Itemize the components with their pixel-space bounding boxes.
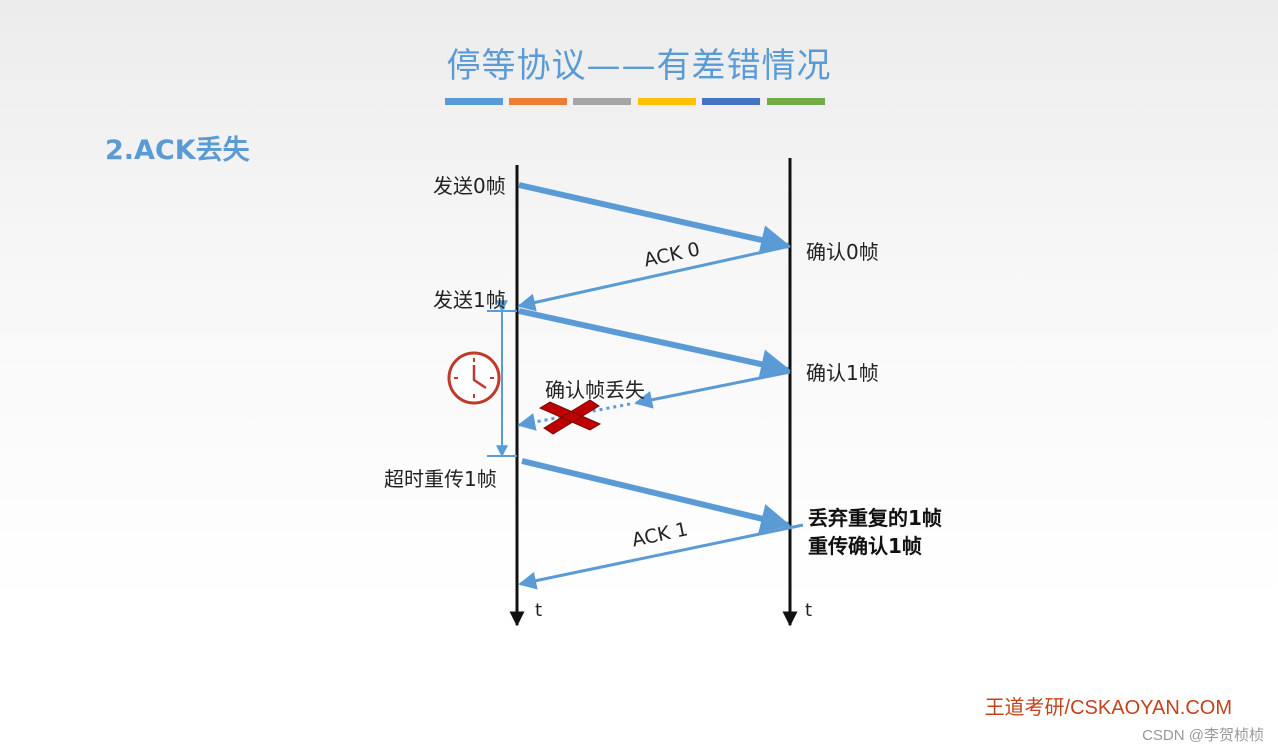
color-bar-segment xyxy=(509,98,567,105)
frame0-arrow xyxy=(518,182,791,255)
footer-credit: CSDN @李贺桢桢 xyxy=(1142,727,1264,744)
section-heading: 2.ACK丢失 xyxy=(105,135,250,166)
discard-duplicate-label: 丢弃重复的1帧 xyxy=(808,506,942,530)
ack0-arrow xyxy=(517,244,791,312)
cross-icon xyxy=(538,399,602,435)
frame1-arrow xyxy=(518,308,791,379)
page-title: 停等协议——有差错情况 xyxy=(446,46,832,86)
confirm-frame0-label: 确认0帧 xyxy=(806,240,879,264)
retransmit-arrow xyxy=(521,458,791,534)
lost-ack-label: 确认帧丢失 xyxy=(545,378,645,402)
resend-ack-label: 重传确认1帧 xyxy=(808,534,922,558)
send-frame1-label: 发送1帧 xyxy=(433,288,506,312)
send-frame0-label: 发送0帧 xyxy=(433,174,506,198)
color-bar-segment xyxy=(767,98,825,105)
ack1-arrow xyxy=(518,523,804,590)
receiver-time-label: t xyxy=(805,600,813,621)
sender-time-label: t xyxy=(535,600,543,621)
title-color-bar xyxy=(445,98,829,105)
color-bar-segment xyxy=(445,98,503,105)
confirm-frame1-label: 确认1帧 xyxy=(806,361,879,385)
footer-brand: 王道考研/CSKAOYAN.COM xyxy=(984,697,1232,719)
retransmit-label: 超时重传1帧 xyxy=(384,467,497,491)
clock-icon xyxy=(447,351,501,405)
color-bar-segment xyxy=(573,98,631,105)
color-bar-segment xyxy=(638,98,696,105)
color-bar-segment xyxy=(702,98,760,105)
lost-ack-arrow xyxy=(634,370,791,409)
